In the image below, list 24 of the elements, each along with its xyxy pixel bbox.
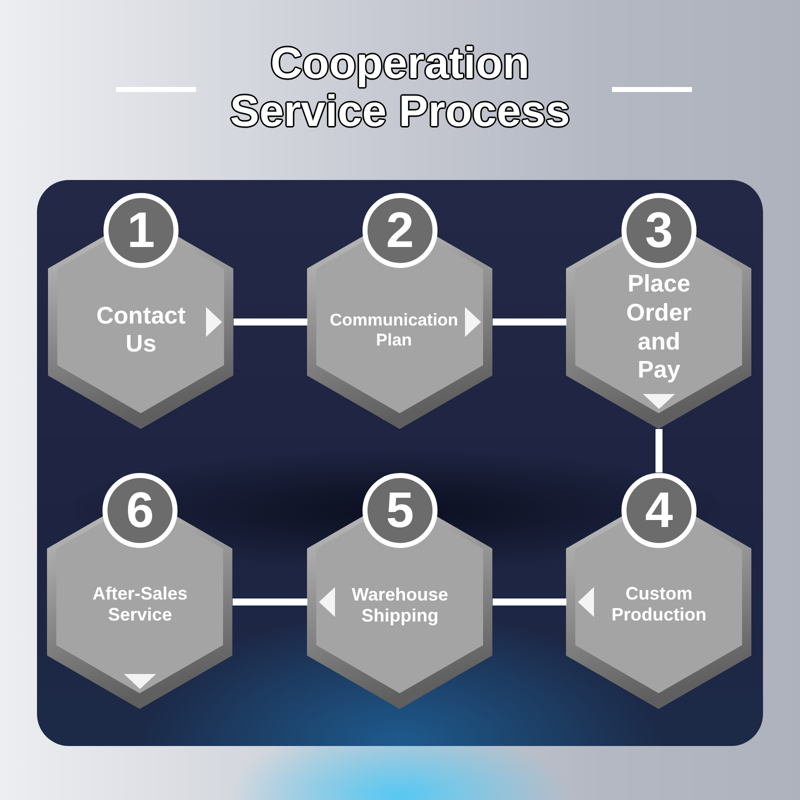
step-number: 1 [103, 192, 178, 268]
step-label: After-Sales Service [91, 583, 188, 625]
hexagon-step [566, 472, 752, 709]
step-number: 6 [102, 472, 178, 548]
connector-line [492, 318, 566, 326]
step-number: 5 [362, 472, 438, 548]
hexagon-step [307, 472, 493, 709]
hexagon-step [566, 192, 752, 429]
step-label: Contact Us [95, 302, 187, 358]
hexagon-step [48, 192, 234, 429]
connector-line [232, 598, 308, 606]
step-label: Place Order and Pay [625, 270, 693, 386]
connector-line [656, 429, 662, 472]
step-label: Custom Production [610, 583, 708, 625]
connector-line [234, 318, 308, 326]
title: Cooperation Service Process [228, 40, 572, 136]
hexagon-step [307, 192, 493, 429]
step-label: Communication Plan [328, 310, 460, 350]
step-number: 2 [362, 192, 438, 268]
connector-line [492, 598, 566, 606]
step-number: 4 [621, 472, 696, 548]
step-label: Warehouse Shipping [350, 584, 450, 626]
hexagon-step [47, 472, 233, 709]
step-number: 3 [621, 192, 696, 268]
